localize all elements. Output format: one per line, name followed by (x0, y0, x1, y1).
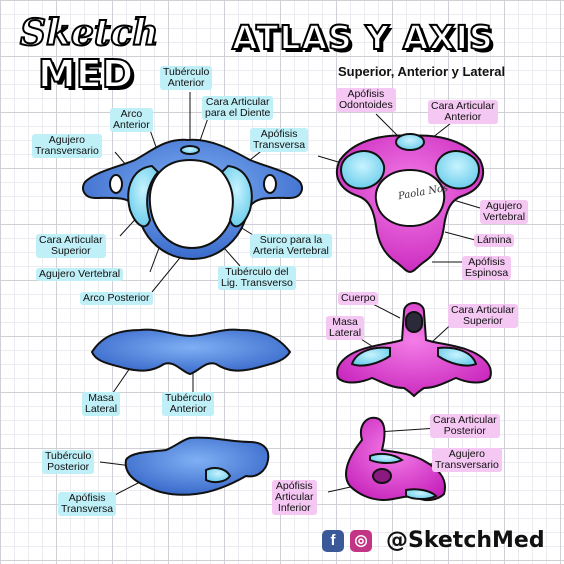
label-atlas-agujero-transversario: Agujero Transversario (32, 134, 102, 158)
label-atlas-arco-anterior: Arco Anterior (110, 108, 153, 132)
facebook-icon[interactable]: f (322, 530, 344, 552)
label-axis-apofisis-espinosa: Apófisis Espinosa (462, 256, 512, 280)
label-atlas-tuberculo-posterior: Tubérculo Posterior (42, 450, 95, 474)
label-axis-agujero-transversario: Agujero Transversario (432, 448, 502, 472)
label-axis-masa-lateral: Masa Lateral (326, 316, 365, 340)
axis-anterior-view (336, 302, 492, 398)
label-axis-apofisis-odontoides: Apófisis Odontoides (336, 88, 396, 112)
label-atlas-surco-arteria-vertebral: Surco para la Arteria Vertebral (250, 234, 332, 258)
axis-lateral-view (345, 416, 446, 502)
label-axis-agujero-vertebral: Agujero Vertebral (480, 200, 529, 224)
page-subtitle: Superior, Anterior y Lateral (338, 64, 506, 79)
label-axis-cuerpo: Cuerpo (338, 292, 379, 305)
logo-med: MED (37, 51, 134, 97)
label-atlas-masa-lateral: Masa Lateral (82, 392, 121, 416)
label-atlas-agujero-vertebral: Agujero Vertebral (36, 268, 124, 281)
label-axis-lamina: Lámina (474, 234, 515, 247)
label-atlas-cara-articular-diente: Cara Articular para el Diente (202, 96, 274, 120)
social-handle[interactable]: @SketchMed (386, 528, 545, 553)
label-atlas-cara-articular-superior: Cara Articular Superior (36, 234, 106, 258)
page-title: ATLAS Y AXIS (231, 17, 494, 58)
label-atlas-apofisis-transversa: Apófisis Transversa (250, 128, 309, 152)
label-atlas-anterior-tuberculo-anterior: Tubérculo Anterior (162, 392, 215, 416)
logo-sketch: Sketch (19, 11, 160, 55)
label-axis-apofisis-articular-inferior: Apófisis Articular Inferior (272, 480, 317, 515)
atlas-lateral-view (124, 436, 270, 496)
label-axis-cara-articular-superior: Cara Articular Superior (448, 304, 518, 328)
atlas-superior-view (82, 138, 303, 260)
label-axis-cara-articular-anterior: Cara Articular Anterior (428, 100, 498, 124)
label-axis-cara-articular-posterior: Cara Articular Posterior (430, 414, 500, 438)
atlas-anterior-view (90, 328, 292, 376)
axis-superior-view (335, 133, 485, 274)
label-atlas-lateral-apofisis-transversa: Apófisis Transversa (58, 492, 117, 516)
instagram-icon[interactable]: ◎ (350, 530, 372, 552)
label-atlas-arco-posterior: Arco Posterior (80, 292, 153, 305)
label-atlas-tuberculo-anterior: Tubérculo Anterior (160, 66, 213, 90)
label-atlas-tuberculo-ligamento: Tubérculo del Lig. Transverso (218, 266, 296, 290)
